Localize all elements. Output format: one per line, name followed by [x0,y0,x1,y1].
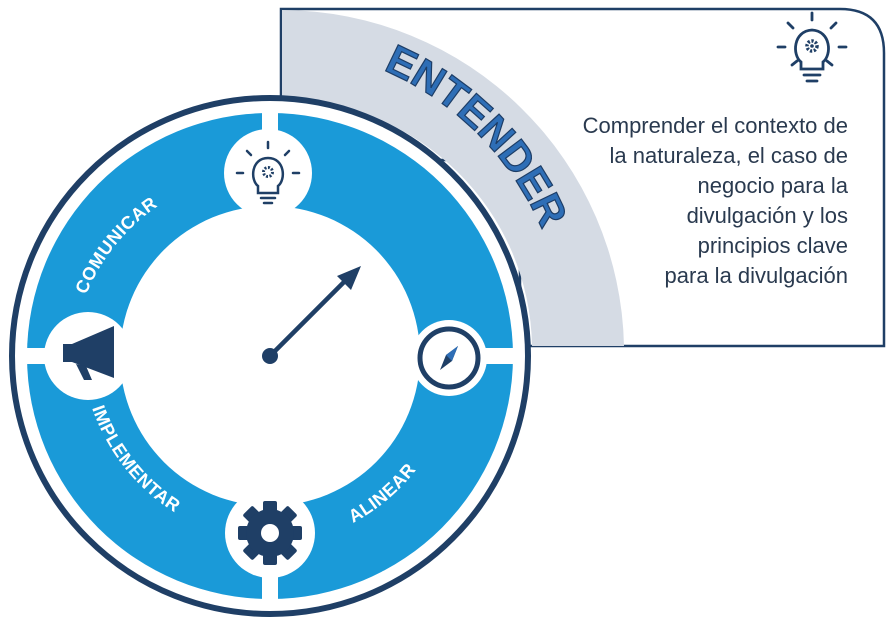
description-line: la naturaleza, el caso de [609,143,849,168]
megaphone-icon [44,312,132,400]
arrow-icon [262,266,361,364]
gear-icon [225,488,315,578]
entender-description: Comprender el contexto de la naturaleza,… [520,111,848,291]
lightbulb-gear-icon [776,11,848,83]
description-line: para la divulgación [664,263,848,288]
compass-icon [411,320,487,396]
description-line: principios clave [697,233,848,258]
description-line: negocio para la [697,173,848,198]
description-line: Comprender el contexto de [582,113,848,138]
lightbulb-gear-icon [224,129,312,217]
entender-band [282,10,624,346]
entender-panel: ENTENDER [279,7,886,348]
description-line: divulgación y los [686,203,848,228]
